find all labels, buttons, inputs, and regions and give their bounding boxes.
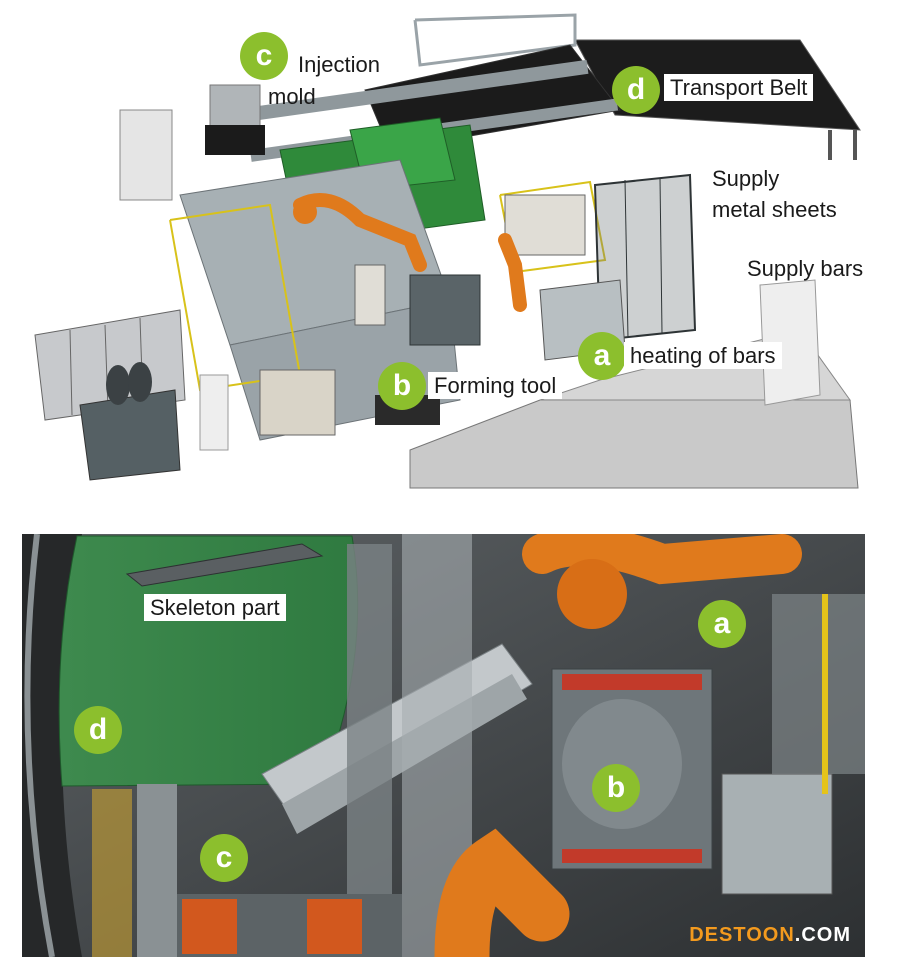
right-cabinet — [721, 773, 833, 895]
hydraulic-unit — [79, 389, 181, 481]
top-railing — [413, 13, 577, 67]
marker-b-top: b — [378, 362, 426, 410]
label-metal-sheets: metal sheets — [712, 197, 837, 222]
marker-c-bottom: c — [200, 834, 248, 882]
floor-plate — [409, 399, 859, 489]
factory-photo-drawing — [22, 534, 865, 957]
mold-block-right — [307, 899, 362, 954]
label-supply: Supply — [712, 166, 780, 191]
label-transport-belt: Transport Belt — [664, 74, 814, 102]
mold-block-left — [182, 899, 237, 954]
factory-photo: Skeleton part a b c d DESTOON.COM — [22, 534, 865, 957]
forming-press — [409, 274, 481, 346]
marker-a-top: a — [578, 332, 626, 380]
cabinet-left — [119, 109, 173, 201]
watermark-domain: .COM — [794, 924, 851, 946]
watermark-name: DESTOON — [689, 924, 795, 946]
watermark: DESTOON.COM — [689, 924, 851, 947]
plant-layout-diagram: c Injection mold d Transport Belt Supply… — [34, 13, 864, 489]
robot-top — [522, 534, 802, 585]
marker-a-bottom: a — [698, 600, 746, 648]
label-supply-bars: Supply bars — [747, 256, 864, 281]
marker-d-bottom: d — [74, 706, 122, 754]
label-forming-tool: Forming tool — [428, 372, 563, 400]
label-skeleton-part: Skeleton part — [144, 594, 286, 622]
press-red-plate-top — [562, 674, 702, 690]
marker-b-bottom: b — [592, 764, 640, 812]
skeleton-part — [125, 543, 324, 587]
marker-d-top: d — [612, 66, 660, 114]
frame-tube — [229, 59, 589, 124]
robot-arm-2 — [498, 233, 527, 312]
label-heating-of-bars: heating of bars — [624, 342, 782, 370]
label-injection: Injection — [298, 52, 380, 77]
robot-bottom — [434, 828, 570, 957]
label-mold: mold — [268, 84, 316, 109]
marker-c-top: c — [240, 32, 288, 80]
press-red-plate-bottom — [562, 849, 702, 863]
